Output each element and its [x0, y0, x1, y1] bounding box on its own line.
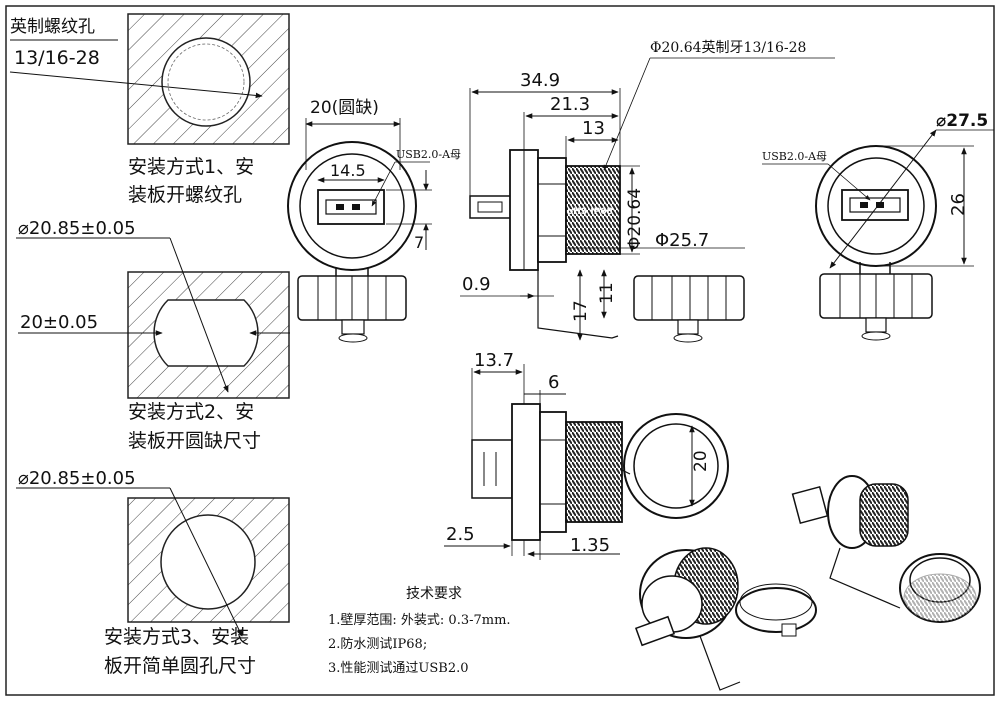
bottom-25-dim: 2.5 — [446, 524, 475, 545]
front-width-dim: 14.5 — [330, 161, 366, 180]
method2-dia-leader — [169, 237, 229, 393]
method2-group: ⌀20.85±0.05 20±0.05 安装方式2、安 装板开圆缺尺寸 — [16, 218, 290, 452]
tech-requirements: 技术要求 1.壁厚范围: 外装式: 0.3-7mm. 2.防水测试IP68; 3… — [328, 586, 511, 676]
front-cap-foot — [338, 333, 368, 343]
iso-connector-small — [791, 475, 981, 623]
iso-large-cap-top — [739, 583, 813, 621]
right-cap-dia-leader — [829, 129, 937, 269]
side-dia-nut: Φ25.7 — [655, 230, 709, 251]
bottom-cap-inner — [633, 423, 719, 509]
side-thread-body — [565, 165, 621, 255]
bottom-cap-outer — [623, 413, 729, 519]
side-nut — [537, 157, 567, 263]
side-cap — [633, 275, 745, 321]
method2-caption-line2: 装板开圆缺尺寸 — [128, 430, 261, 452]
bottom-nut — [539, 411, 567, 533]
right-view: USB2.0-A母 ⌀27.5 26 — [762, 111, 994, 341]
method1-thread-minor — [167, 43, 245, 121]
bottom-135-dim: 1.35 — [570, 535, 610, 556]
iso-large-cap — [735, 587, 817, 633]
iso-small-thread — [859, 483, 909, 547]
requirement-item-2: 2.防水测试IP68; — [328, 636, 427, 652]
method3-round-hole — [160, 514, 256, 610]
iso-large-cap-stud — [781, 623, 797, 637]
right-usb-label: USB2.0-A母 — [762, 150, 827, 163]
side-cap-foot — [673, 333, 703, 343]
requirements-title: 技术要求 — [406, 586, 462, 602]
front-usb-pin2 — [352, 204, 360, 210]
bottom-view: 20 13.7 6 2.5 1.35 — [444, 350, 729, 560]
side-17-dim: 17 — [571, 300, 591, 322]
method1-caption-line2: 装板开螺纹孔 — [128, 184, 242, 206]
method1-thread-label: 英制螺纹孔 — [10, 17, 95, 37]
side-dia-thread: Φ20.64 — [625, 188, 645, 250]
side-tether — [537, 270, 619, 339]
method2-caption-line1: 安装方式2、安 — [128, 401, 254, 423]
side-11-dim: 11 — [597, 282, 617, 304]
front-flat-label: 20(圆缺) — [310, 98, 379, 118]
side-thread-mark: oHS IP68 — [567, 207, 613, 217]
requirement-item-3: 3.性能测试通过USB2.0 — [328, 661, 469, 676]
front-usb-label: USB2.0-A母 — [396, 148, 461, 161]
front-usb-tongue — [325, 199, 377, 215]
method1-caption-line1: 安装方式1、安 — [128, 156, 254, 178]
bottom-cap-hinge — [621, 469, 631, 475]
side-view: oHS IP68 34.9 21.3 13 Φ20.64英制牙13/16-28 … — [460, 39, 835, 343]
iso-connector-large — [634, 547, 817, 691]
bottom-6-dim: 6 — [548, 372, 559, 393]
iso-large-usb — [634, 615, 676, 647]
side-21-dim: 21.3 — [550, 94, 590, 115]
bottom-thread-body — [565, 421, 623, 523]
iso-large-tether — [699, 635, 741, 691]
iso-small-cap-ribs — [903, 573, 977, 623]
front-cap-stud — [341, 319, 365, 335]
requirement-item-1: 1.壁厚范围: 外装式: 0.3-7mm. — [328, 613, 511, 628]
front-height-dim: 7 — [414, 233, 424, 252]
bottom-137-dim: 13.7 — [474, 350, 514, 371]
right-usb-pin1 — [860, 202, 868, 208]
side-13-dim: 13 — [582, 118, 605, 139]
method3-dia-leader — [169, 487, 243, 637]
iso-small-usb — [791, 485, 829, 525]
method3-caption-line2: 板开简单圆孔尺寸 — [104, 655, 256, 677]
side-09-dim: 0.9 — [462, 274, 491, 295]
side-cap-stud — [677, 319, 699, 335]
side-thread-leader — [603, 57, 651, 171]
side-usb-inner — [477, 201, 503, 213]
method1-threaded-hole — [161, 37, 251, 127]
bottom-flange — [511, 403, 541, 541]
front-usb-leader — [371, 161, 396, 207]
right-cap-dia: ⌀27.5 — [936, 111, 988, 131]
method3-diameter: ⌀20.85±0.05 — [18, 468, 136, 489]
method1-leader — [9, 71, 263, 99]
method1-thread-spec: 13/16-28 — [14, 47, 100, 69]
method3-caption-line1: 安装方式3、安装 — [104, 626, 249, 648]
bottom-20-dim: 20 — [691, 450, 711, 472]
bottom-usb-plug — [471, 439, 513, 499]
side-overall-dim: 34.9 — [520, 70, 560, 91]
right-cap-stud — [865, 317, 887, 333]
right-26-dim: 26 — [948, 193, 969, 216]
drawing-border — [5, 5, 995, 696]
method3-group: ⌀20.85±0.05 安装方式3、安装 板开简单圆孔尺寸 — [16, 468, 290, 677]
method1-group: 英制螺纹孔 13/16-28 安装方式1、安 装板开螺纹孔 — [9, 13, 290, 206]
front-usb-pin1 — [336, 204, 344, 210]
side-thread-label: Φ20.64英制牙13/16-28 — [650, 39, 806, 56]
method2-flat-dim: 20±0.05 — [20, 312, 98, 333]
method2-diameter: ⌀20.85±0.05 — [18, 218, 136, 239]
front-inner-ring — [299, 153, 405, 259]
front-view: 20(圆缺) 14.5 USB2.0-A母 7 — [287, 98, 461, 343]
right-cap-foot — [861, 331, 891, 341]
iso-small-tether — [829, 547, 901, 609]
